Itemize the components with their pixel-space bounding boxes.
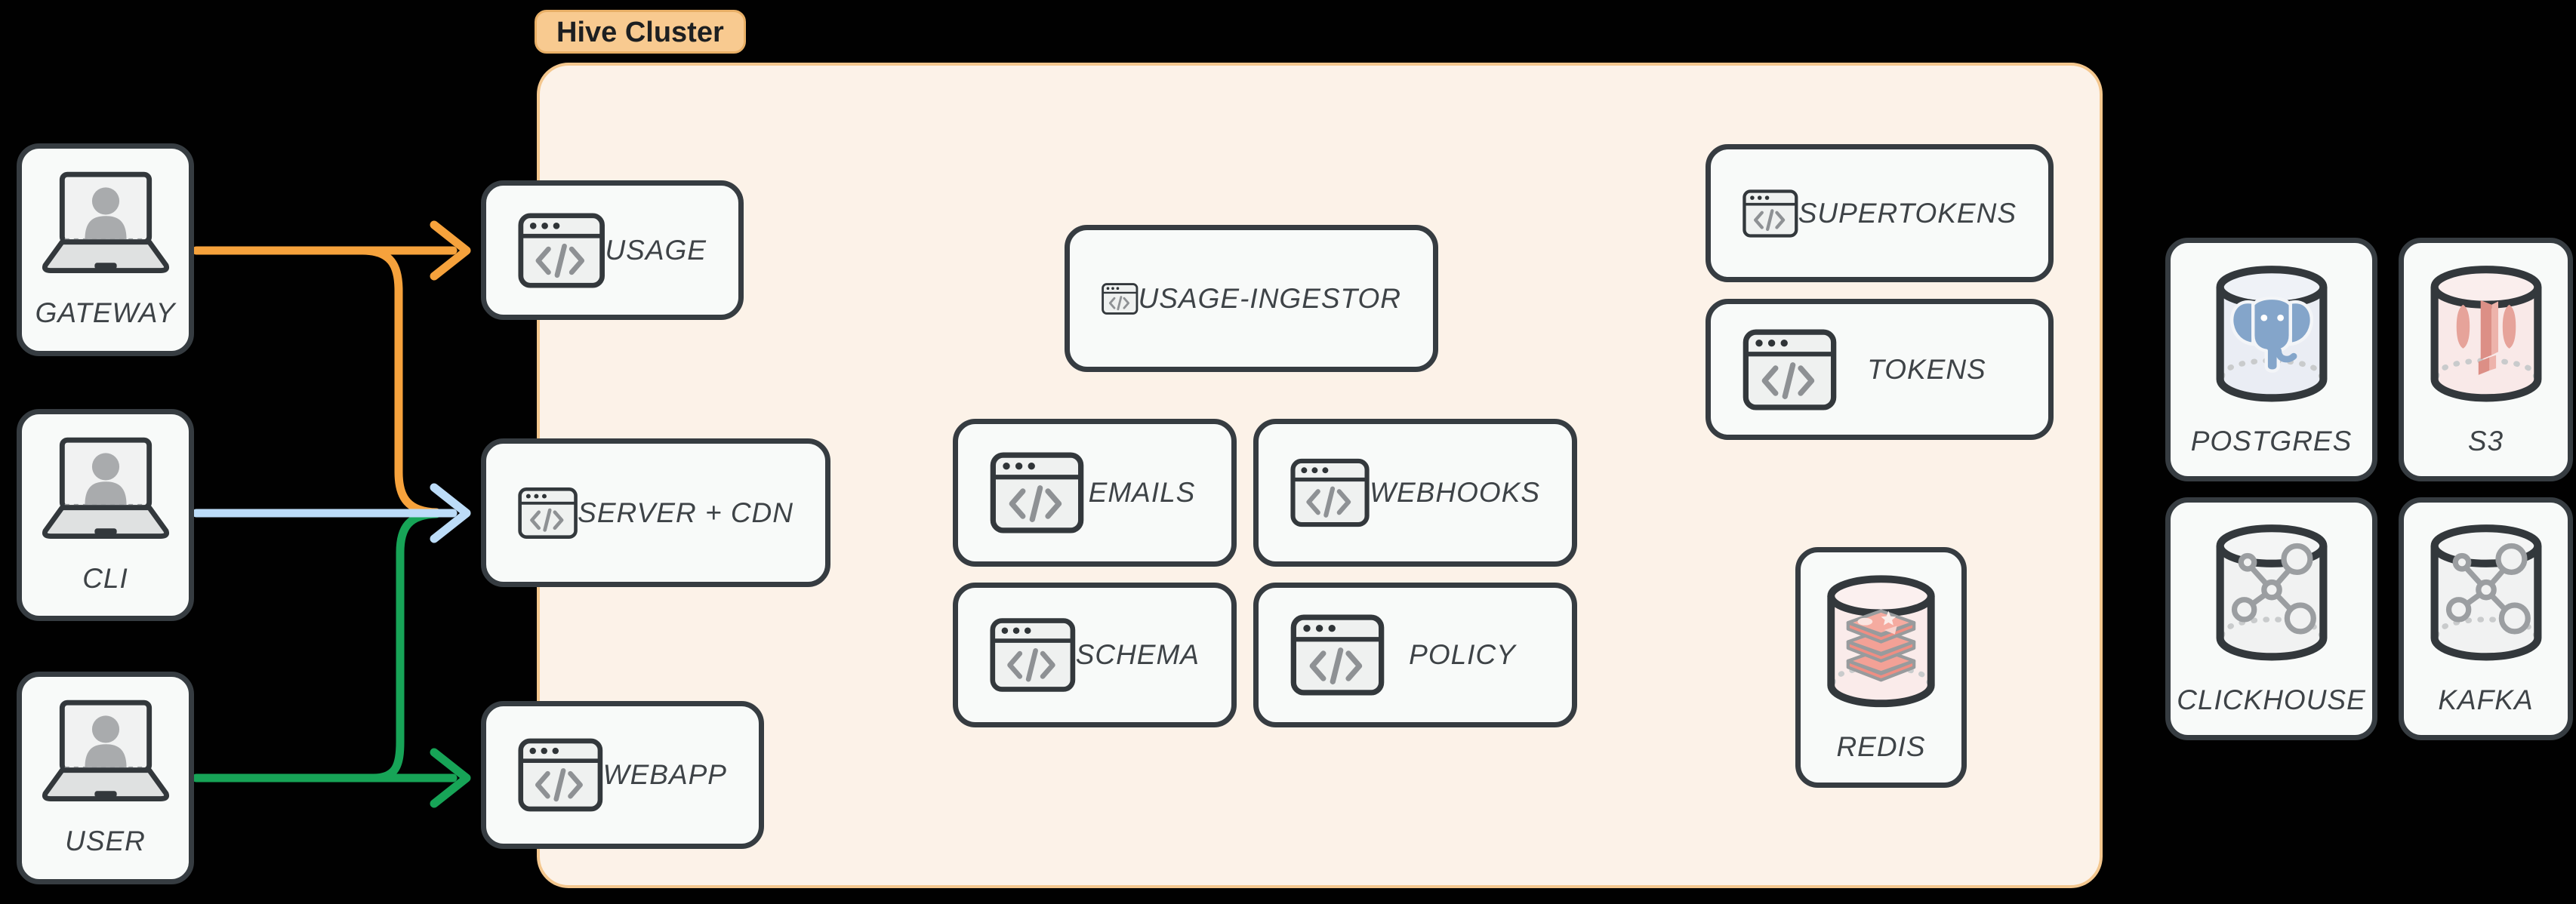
node-tokens[interactable]: TOKENS (1706, 299, 2054, 440)
node-postgres[interactable]: POSTGRES (2165, 238, 2377, 481)
node-webapp[interactable]: WEBAPP (481, 701, 764, 849)
code-window-icon (990, 618, 1076, 692)
graph-database-icon (2216, 524, 2327, 661)
node-s3[interactable]: S3 (2399, 238, 2573, 481)
edge-gateway-to-usage (192, 220, 471, 517)
hive-cluster-tag: Hive Cluster (535, 10, 746, 54)
code-window-icon (1290, 614, 1385, 696)
code-window-icon (1742, 189, 1798, 238)
node-user[interactable]: USER (17, 672, 194, 884)
node-server-cdn[interactable]: SERVER + CDN (481, 438, 830, 587)
node-label: S3 (2467, 425, 2504, 457)
code-window-icon (518, 212, 605, 288)
node-emails[interactable]: EMAILS (953, 419, 1237, 567)
node-label: USAGE-INGESTOR (1138, 282, 1401, 314)
code-window-icon (1290, 458, 1370, 527)
node-label: GATEWAY (35, 297, 176, 328)
node-label: EMAILS (1088, 477, 1196, 508)
edge-user-to-webapp (192, 509, 471, 808)
postgres-database-icon (2216, 265, 2327, 401)
node-policy[interactable]: POLICY (1253, 583, 1577, 727)
node-label: USAGE (605, 234, 707, 266)
code-window-icon (1102, 282, 1139, 315)
node-label: CLI (82, 562, 128, 594)
code-window-icon (1742, 329, 1837, 410)
node-label: KAFKA (2438, 684, 2534, 715)
node-label: WEBHOOKS (1370, 477, 1540, 508)
node-label: SCHEMA (1075, 639, 1200, 670)
node-label: USER (65, 826, 146, 856)
code-window-icon (518, 487, 578, 539)
node-label: TOKENS (1867, 353, 1986, 385)
node-usage[interactable]: USAGE (481, 180, 744, 320)
node-label: POSTGRES (2190, 425, 2353, 457)
laptop-user-icon (42, 700, 169, 801)
node-clickhouse[interactable]: CLICKHOUSE (2165, 497, 2377, 740)
node-supertokens[interactable]: SUPERTOKENS (1706, 144, 2054, 282)
node-kafka[interactable]: KAFKA (2399, 497, 2573, 740)
node-label: REDIS (1836, 731, 1926, 762)
node-usage-ingestor[interactable]: USAGE-INGESTOR (1065, 225, 1438, 372)
code-window-icon (518, 738, 603, 812)
s3-database-icon (2430, 265, 2541, 401)
redis-database-icon (1827, 575, 1935, 708)
node-cli[interactable]: CLI (17, 409, 194, 621)
node-label: SERVER + CDN (578, 497, 793, 528)
laptop-user-icon (42, 437, 169, 539)
node-label: WEBAPP (602, 759, 727, 790)
node-label: SUPERTOKENS (1798, 197, 2017, 229)
node-schema[interactable]: SCHEMA (953, 583, 1237, 727)
node-gateway[interactable]: GATEWAY (17, 143, 194, 356)
graph-database-icon (2430, 524, 2541, 661)
edge-cli-to-server (192, 483, 471, 543)
code-window-icon (990, 452, 1084, 533)
node-redis[interactable]: REDIS (1795, 547, 1967, 788)
node-webhooks[interactable]: WEBHOOKS (1253, 419, 1577, 567)
node-label: CLICKHOUSE (2177, 684, 2366, 715)
laptop-user-icon (42, 171, 169, 273)
node-label: POLICY (1409, 639, 1516, 670)
